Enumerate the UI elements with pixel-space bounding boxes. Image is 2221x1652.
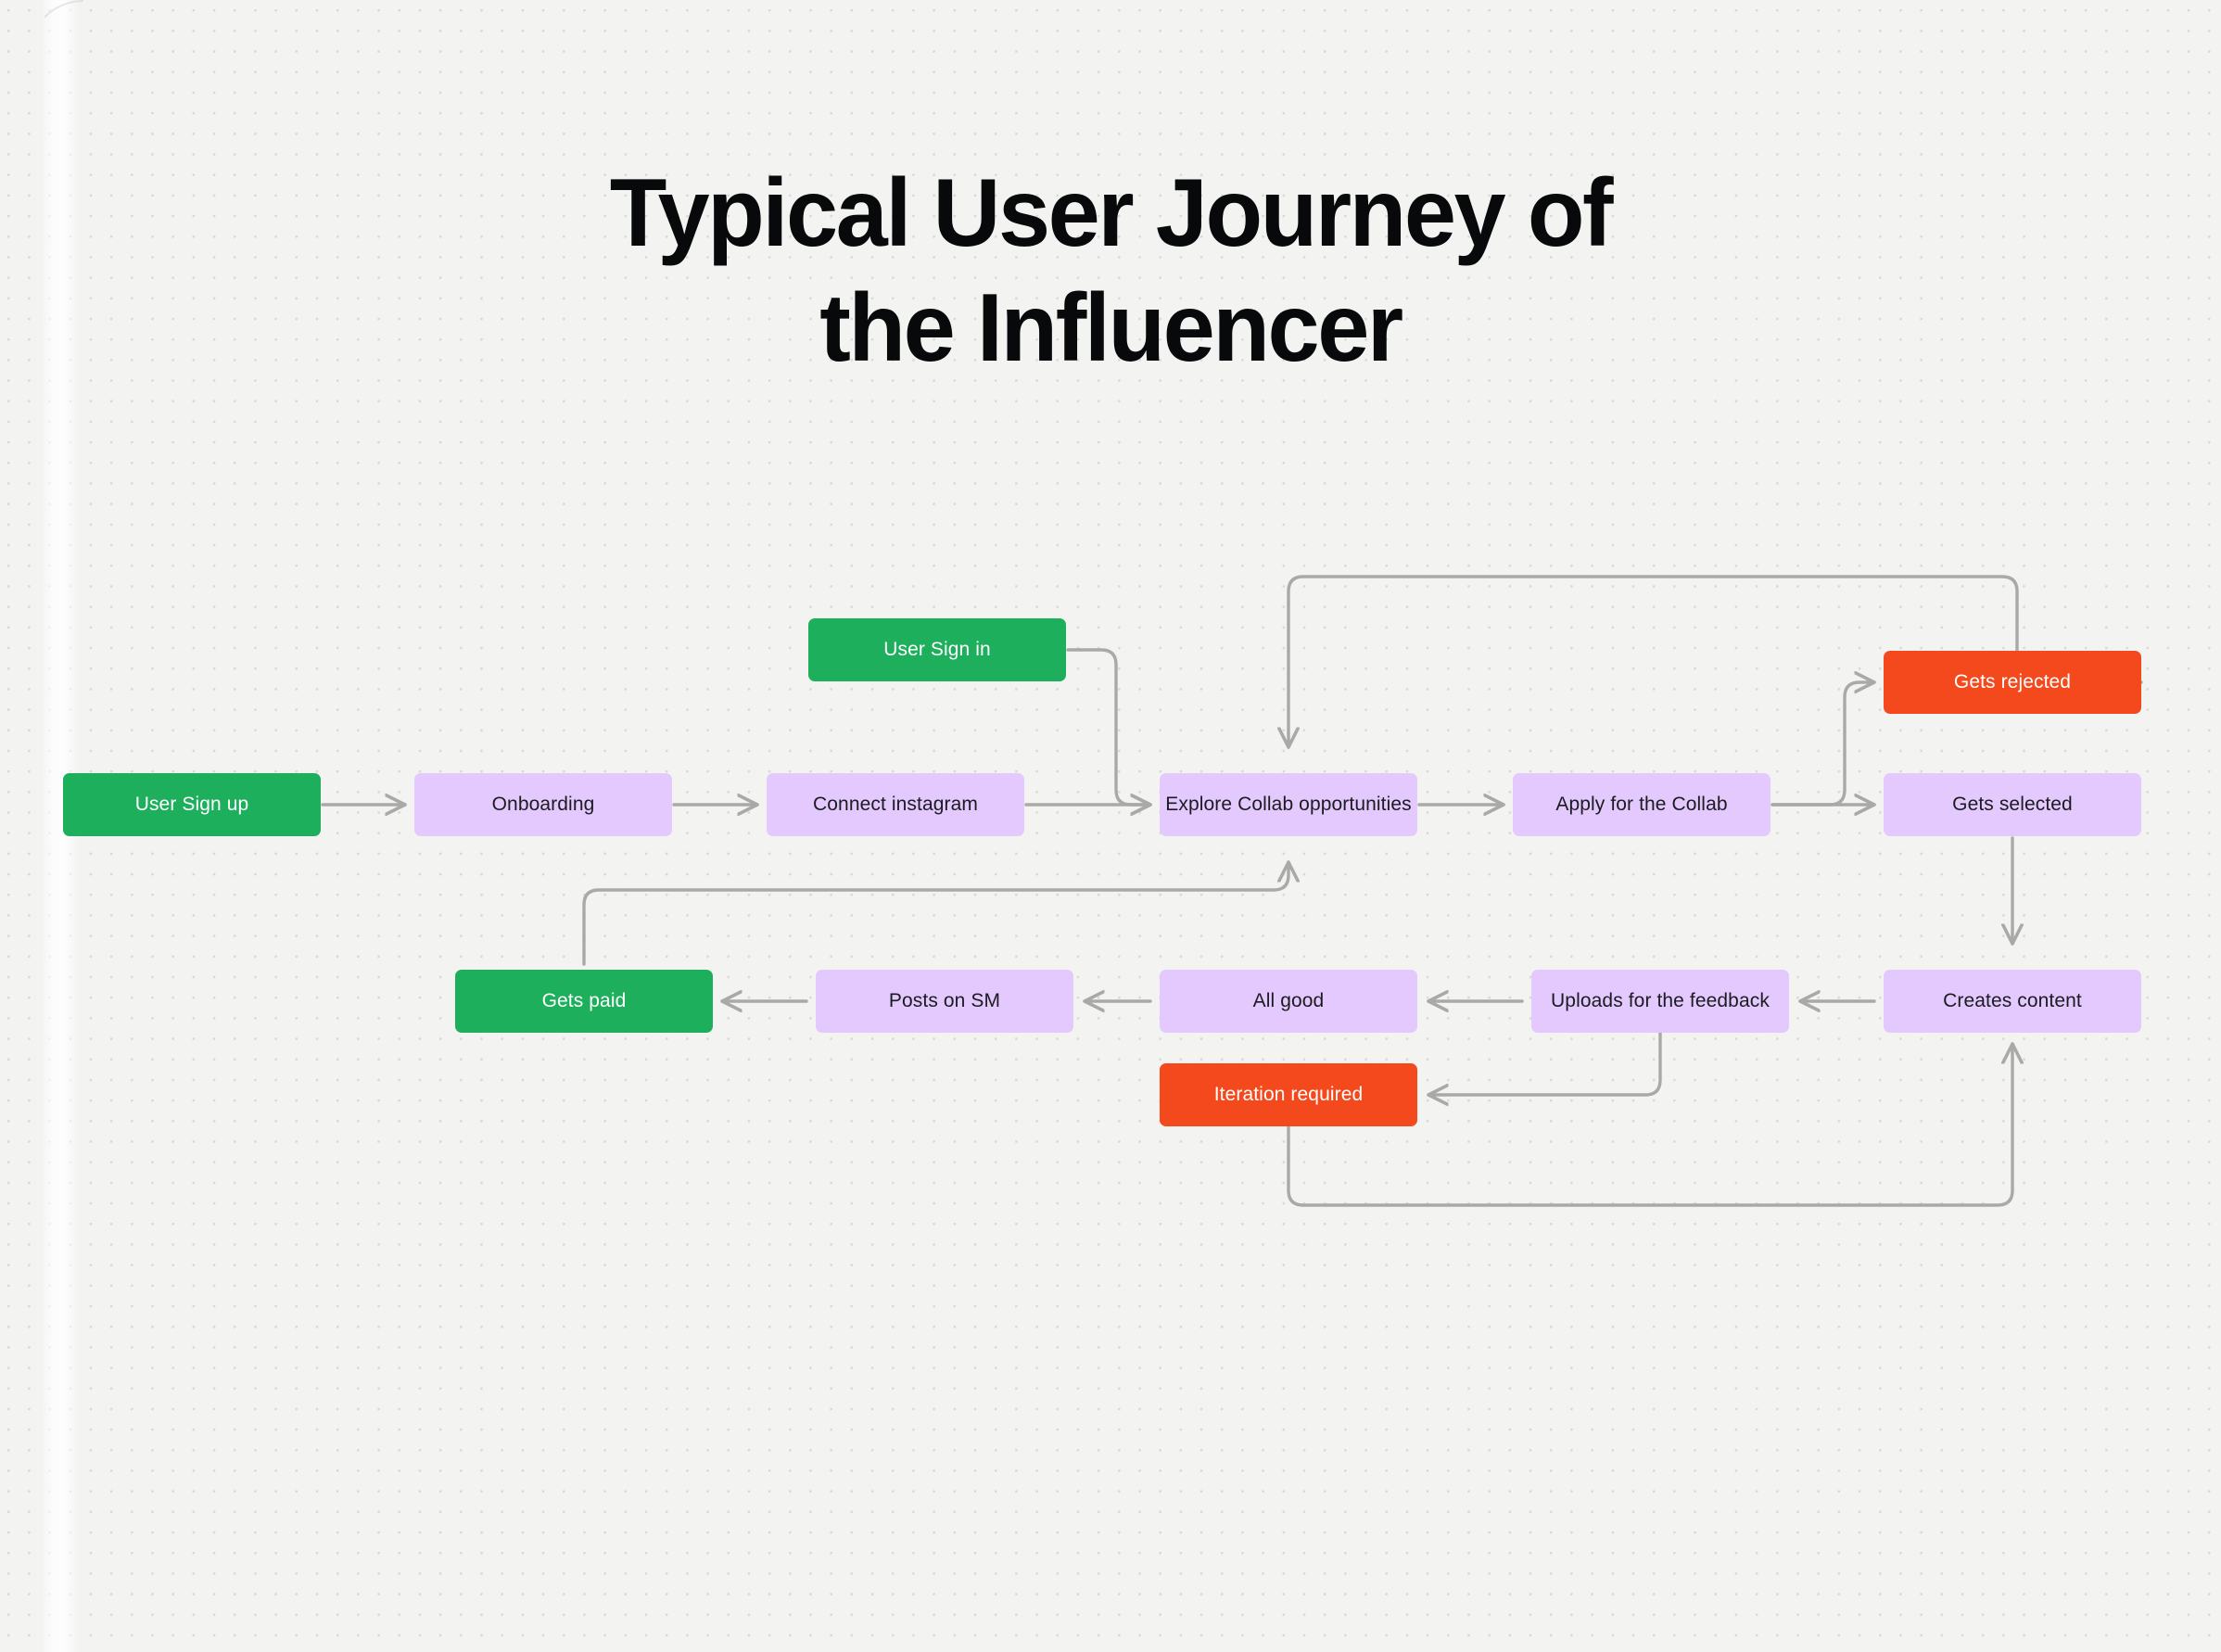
node-label: User Sign up	[134, 794, 249, 815]
node-label: Creates content	[1943, 990, 2082, 1011]
node-connect-instagram[interactable]: Connect instagram	[767, 773, 1024, 836]
node-gets-rejected[interactable]: Gets rejected	[1884, 651, 2141, 714]
node-label: All good	[1252, 990, 1325, 1011]
node-label: User Sign in	[883, 639, 991, 660]
node-gets-selected[interactable]: Gets selected	[1884, 773, 2141, 836]
node-explore-collab-opportunities[interactable]: Explore Collab opportunities	[1160, 773, 1417, 836]
node-user-sign-in[interactable]: User Sign in	[808, 618, 1066, 681]
node-label: Onboarding	[491, 794, 595, 815]
node-user-sign-up[interactable]: User Sign up	[63, 773, 321, 836]
node-label: Connect instagram	[813, 794, 978, 815]
node-label: Iteration required	[1213, 1084, 1364, 1105]
node-all-good[interactable]: All good	[1160, 970, 1417, 1033]
node-label: Gets paid	[541, 990, 627, 1011]
node-label: Apply for the Collab	[1555, 794, 1728, 815]
node-apply-for-the-collab[interactable]: Apply for the Collab	[1513, 773, 1770, 836]
node-posts-on-sm[interactable]: Posts on SM	[816, 970, 1073, 1033]
node-uploads-for-the-feedback[interactable]: Uploads for the feedback	[1531, 970, 1789, 1033]
node-label: Uploads for the feedback	[1551, 990, 1770, 1011]
node-gets-paid[interactable]: Gets paid	[455, 970, 713, 1033]
node-creates-content[interactable]: Creates content	[1884, 970, 2141, 1033]
node-iteration-required[interactable]: Iteration required	[1160, 1063, 1417, 1126]
node-label: Explore Collab opportunities	[1165, 794, 1412, 815]
node-label: Gets rejected	[1953, 671, 2072, 693]
node-label: Gets selected	[1952, 794, 2073, 815]
node-onboarding[interactable]: Onboarding	[414, 773, 672, 836]
node-label: Posts on SM	[888, 990, 1001, 1011]
